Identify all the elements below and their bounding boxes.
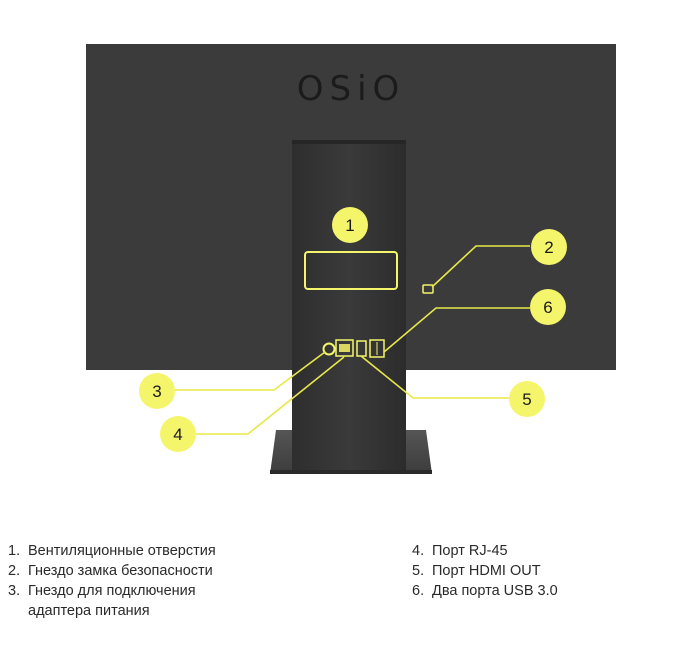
leader-lines xyxy=(175,245,530,435)
stand-base-edge xyxy=(270,470,432,474)
callout-2: 2 xyxy=(531,229,567,265)
legend-item-continuation: адаптера питания xyxy=(8,601,368,621)
legend-item-text: адаптера питания xyxy=(28,603,150,619)
legend-item: 1. Вентиляционные отверстия xyxy=(8,541,368,561)
legend-item: 2. Гнездо замка безопасности xyxy=(8,561,368,581)
callout-4-circle xyxy=(160,416,196,452)
stand-column xyxy=(292,140,406,470)
callout-2-circle xyxy=(531,229,567,265)
legend-item: 5. Порт HDMI OUT xyxy=(412,561,692,581)
rj45-port xyxy=(335,339,354,357)
callout-5-label: 5 xyxy=(522,390,531,409)
legend-item-text: Вентиляционные отверстия xyxy=(28,543,216,559)
callout-2-label: 2 xyxy=(544,238,553,257)
security-lock-slot xyxy=(422,284,434,294)
legend-left: 1. Вентиляционные отверстия 2. Гнездо за… xyxy=(8,541,368,621)
legend-item-text: Гнездо для подключения xyxy=(28,583,196,599)
legend-item: 3. Гнездо для подключения xyxy=(8,581,368,601)
power-jack xyxy=(322,342,336,356)
leader-line-4 xyxy=(195,356,345,435)
leader-line-5 xyxy=(360,355,510,399)
legend-item-text: Порт HDMI OUT xyxy=(432,563,541,579)
legend-item-text: Гнездо замка безопасности xyxy=(28,563,213,579)
callout-3-label: 3 xyxy=(152,382,161,401)
callout-4: 4 xyxy=(160,416,196,452)
monitor-rear-diagram: OSiO 1 2 3 4 5 xyxy=(86,44,616,474)
rj45-port-inner xyxy=(339,344,350,352)
leader-line-6 xyxy=(383,307,530,353)
callout-3-circle xyxy=(139,373,175,409)
legend-item-text: Два порта USB 3.0 xyxy=(432,583,558,599)
legend-item-number: 4. xyxy=(412,543,425,559)
callout-1-label: 1 xyxy=(345,216,354,235)
leader-line-3 xyxy=(175,351,326,391)
legend-item-number: 1. xyxy=(8,543,21,559)
ventilation-highlight xyxy=(304,251,398,290)
legend-item-text: Порт RJ-45 xyxy=(432,543,508,559)
legend-item-number: 5. xyxy=(412,563,425,579)
callout-6-circle xyxy=(530,289,566,325)
legend-item-number: 3. xyxy=(8,583,21,599)
usb-ports xyxy=(369,339,385,358)
callout-5-circle xyxy=(509,381,545,417)
legend-right: 4. Порт RJ-45 5. Порт HDMI OUT 6. Два по… xyxy=(412,541,692,601)
callout-1: 1 xyxy=(332,207,368,243)
legend-item: 4. Порт RJ-45 xyxy=(412,541,692,561)
callout-5: 5 xyxy=(509,381,545,417)
leader-line-2 xyxy=(431,245,530,288)
callout-1-circle xyxy=(332,207,368,243)
callout-3: 3 xyxy=(139,373,175,409)
legend-item-number: 6. xyxy=(412,583,425,599)
callout-6-label: 6 xyxy=(543,298,552,317)
stand-column-shadow xyxy=(292,140,406,144)
legend-item: 6. Два порта USB 3.0 xyxy=(412,581,692,601)
brand-logo: OSiO xyxy=(297,69,406,109)
callout-6: 6 xyxy=(530,289,566,325)
callout-4-label: 4 xyxy=(173,425,182,444)
legend-item-number: 2. xyxy=(8,563,21,579)
